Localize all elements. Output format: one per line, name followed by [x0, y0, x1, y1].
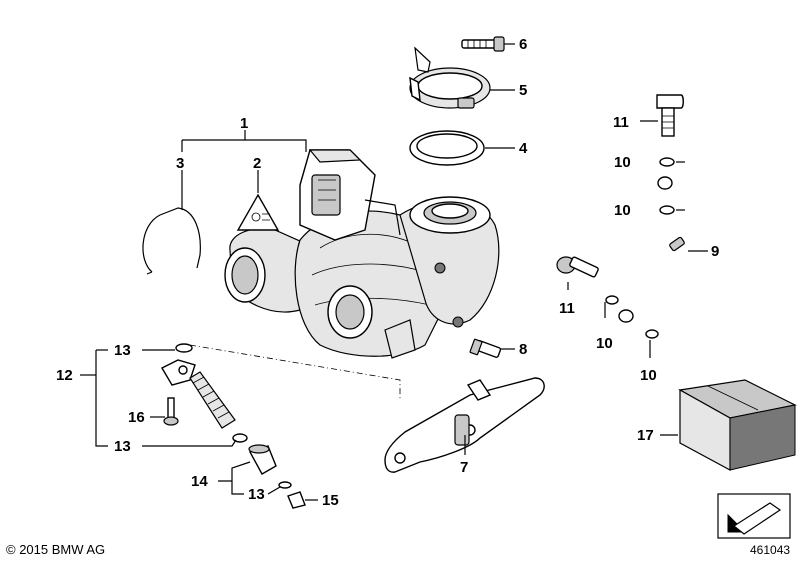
- navigate-arrow-button[interactable]: [717, 493, 791, 539]
- turbocharger[interactable]: [224, 149, 500, 359]
- callout-10a: 10: [614, 154, 631, 171]
- callout-8: 8: [519, 341, 527, 358]
- bracket[interactable]: [384, 377, 545, 473]
- callout-5: 5: [519, 82, 527, 99]
- oil-return-line[interactable]: [161, 343, 248, 443]
- callout-4: 4: [519, 140, 528, 157]
- callout-17: 17: [637, 427, 654, 444]
- copyright-text: © 2015 BMW AG: [6, 542, 105, 557]
- bracket-bolt[interactable]: [469, 338, 502, 358]
- callout-14: 14: [191, 473, 208, 490]
- callout-3: 3: [176, 155, 184, 172]
- callout-11b: 11: [559, 300, 575, 317]
- arrow-icon: [727, 502, 782, 535]
- callout-12: 12: [56, 367, 73, 384]
- seal-ring-lower-right[interactable]: [645, 329, 659, 339]
- seal-ring-lower-left[interactable]: [605, 295, 619, 305]
- gasket-ring[interactable]: [409, 130, 485, 166]
- callout-10d: 10: [640, 367, 657, 384]
- callout-9: 9: [711, 243, 719, 260]
- clamp-bolt[interactable]: [461, 36, 505, 52]
- seal-ring-middle[interactable]: [659, 205, 675, 215]
- callouts: 1 2 3 4 5 6 7 8 9 10 10 10 10 11 11 12 1…: [56, 36, 719, 509]
- callout-10c: 10: [596, 335, 613, 352]
- diagram-number: 461043: [750, 543, 790, 557]
- plug-15[interactable]: [287, 491, 306, 509]
- v-band-clamp[interactable]: [409, 46, 491, 109]
- warning-label[interactable]: [236, 193, 280, 231]
- repair-kit-box[interactable]: [678, 379, 797, 472]
- warning-triangle-icon: [236, 193, 280, 231]
- clamp-wire[interactable]: [142, 207, 201, 275]
- callout-16: 16: [128, 409, 145, 426]
- callout-10b: 10: [614, 202, 631, 219]
- callout-1: 1: [240, 115, 248, 132]
- callout-13c: 13: [248, 486, 265, 503]
- seal-ring-top[interactable]: [659, 157, 675, 167]
- seal-ring-upper: [175, 343, 193, 353]
- seal-ring-13-lower[interactable]: [278, 481, 292, 489]
- callout-11a: 11: [613, 114, 629, 131]
- banjo-bolt-top[interactable]: [656, 94, 684, 137]
- callout-15: 15: [322, 492, 339, 509]
- oil-feed-pipe[interactable]: [618, 176, 710, 323]
- callout-7: 7: [460, 459, 468, 476]
- banjo-bolt-lower[interactable]: [556, 256, 599, 278]
- callout-13a: 13: [114, 342, 131, 359]
- leader-lines: [80, 43, 708, 501]
- callout-13b: 13: [114, 438, 131, 455]
- callout-6: 6: [519, 36, 527, 53]
- sleeve-14[interactable]: [248, 444, 277, 475]
- bolt-16[interactable]: [163, 397, 179, 426]
- callout-2: 2: [253, 155, 261, 172]
